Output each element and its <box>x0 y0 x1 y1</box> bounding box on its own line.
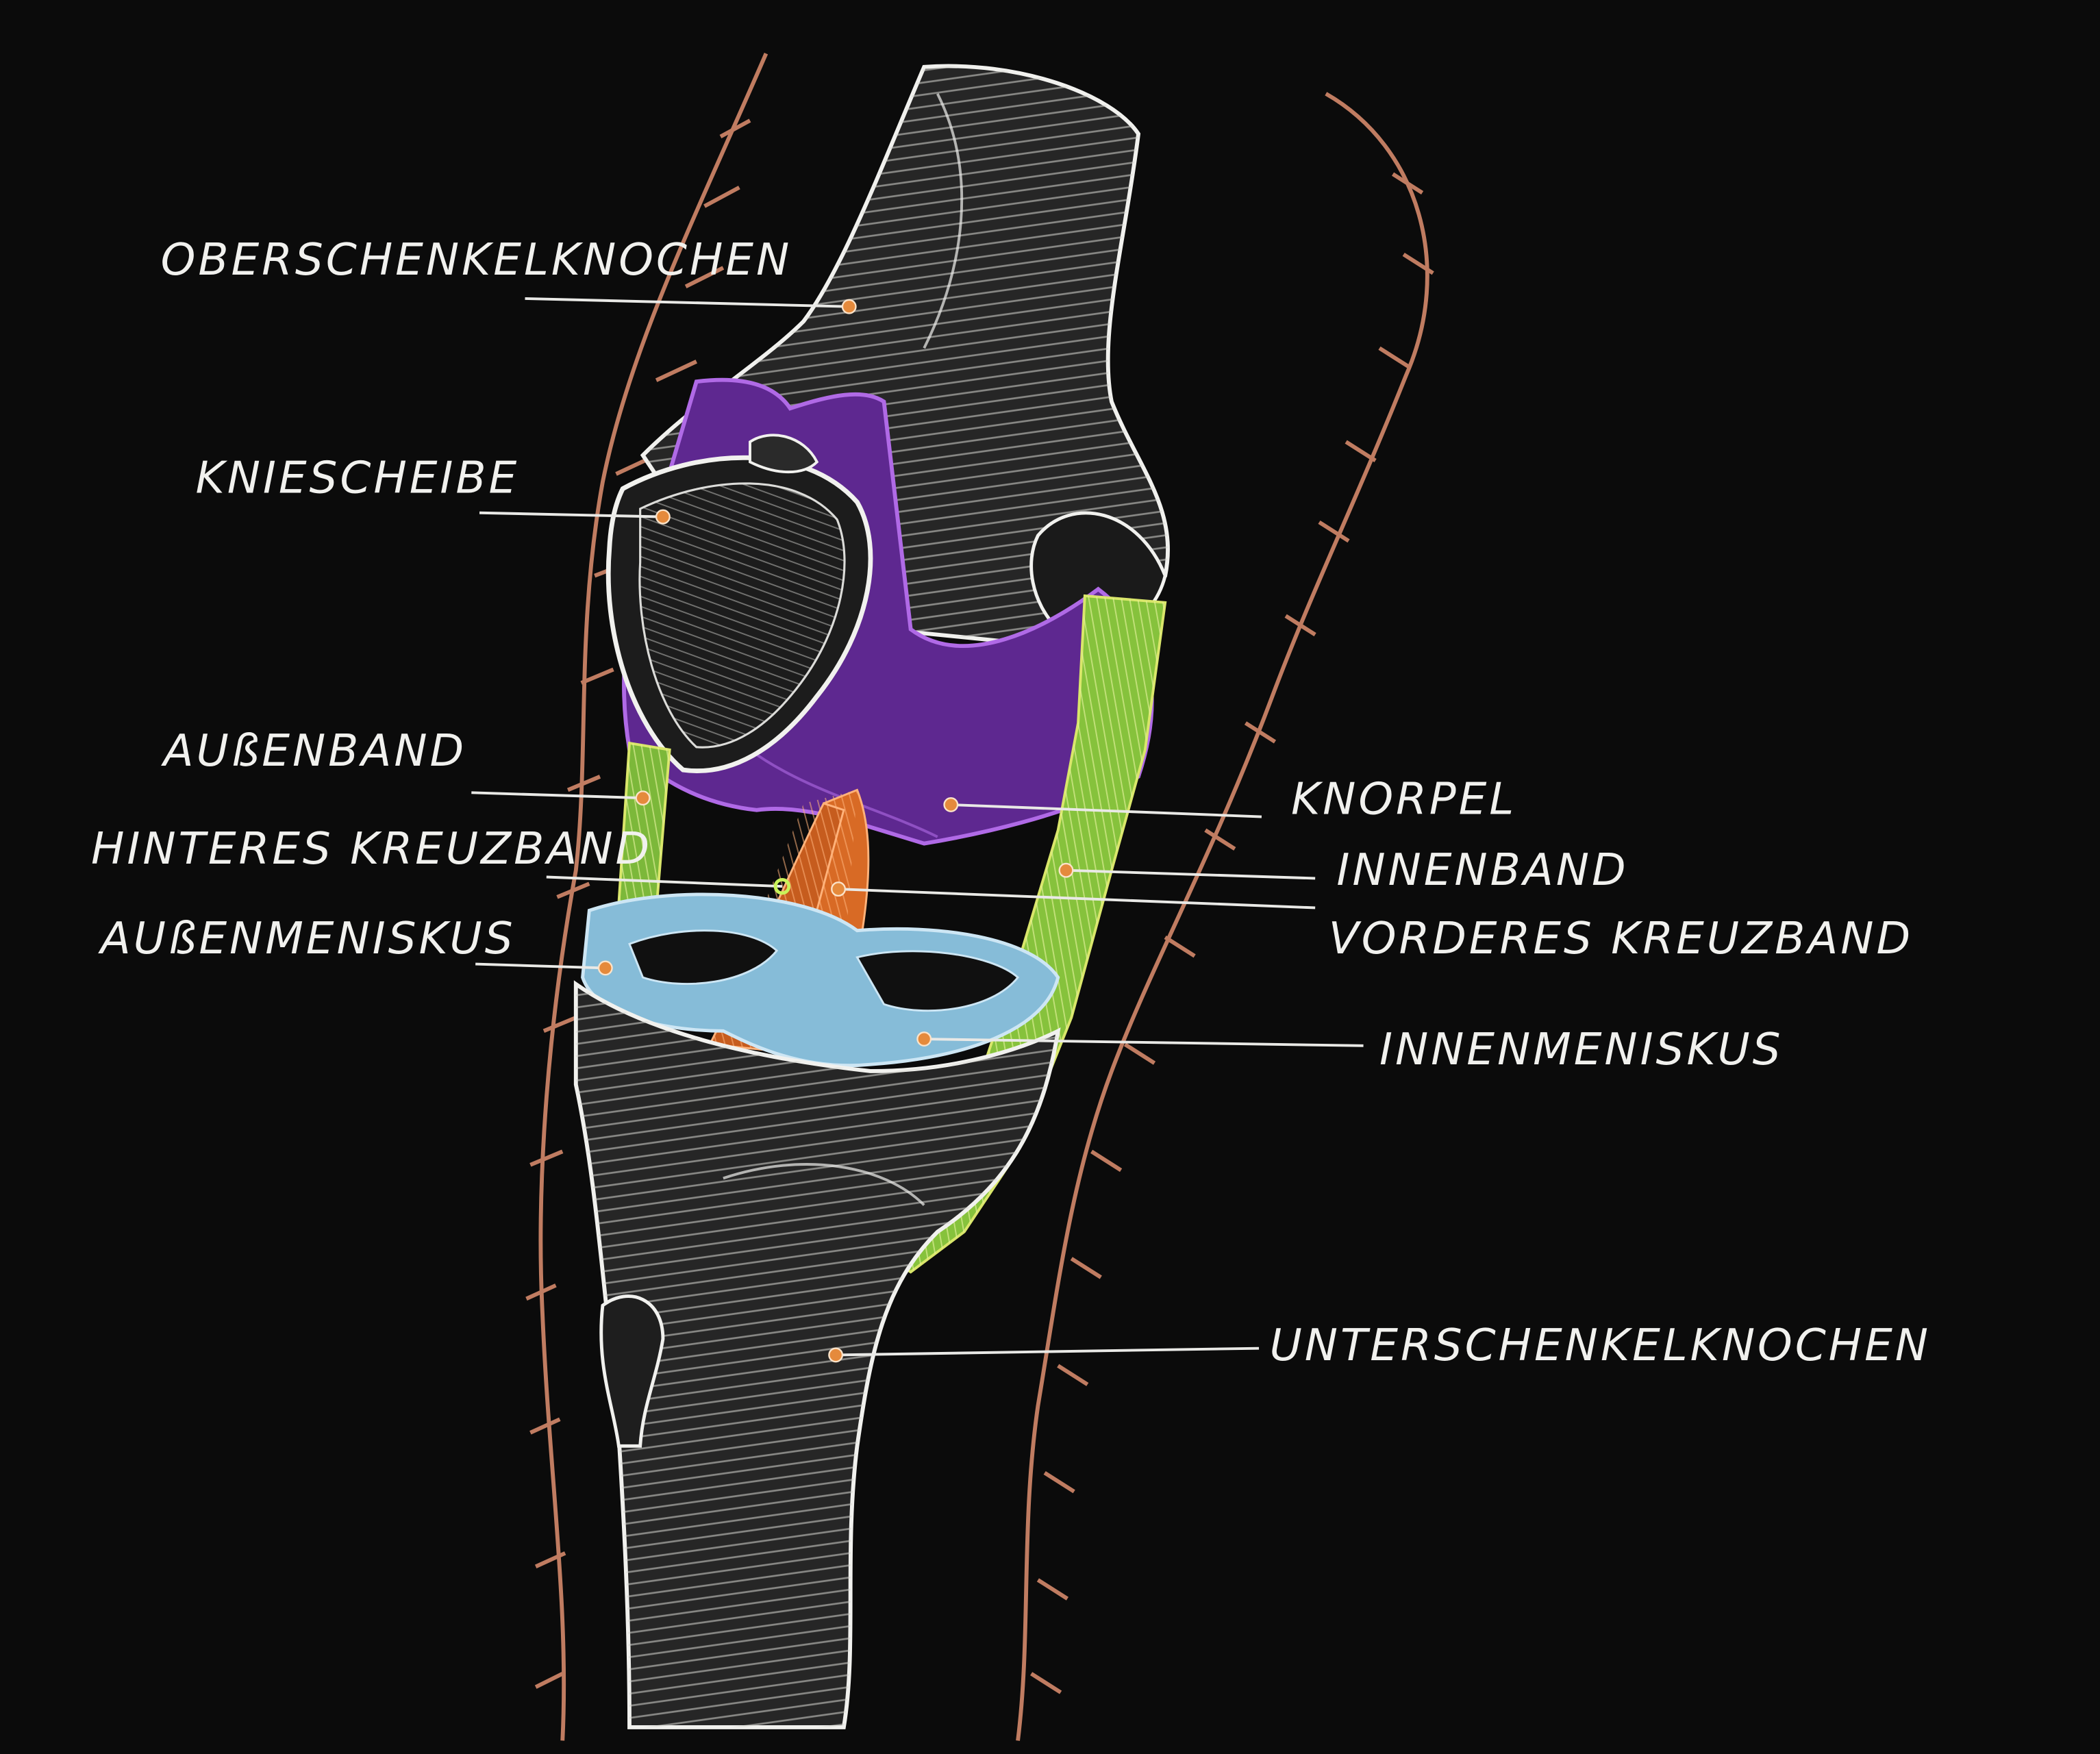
label-knorpel: KNORPEL <box>1291 774 1516 825</box>
label-kniescheibe: KNIESCHEIBE <box>195 452 519 503</box>
label-unterschenkelknochen: UNTERSCHENKELKNOCHEN <box>1270 1320 1931 1371</box>
leader-lines <box>471 297 1364 1357</box>
label-hinteres-kreuzband: HINTERES KREUZBAND <box>91 823 652 875</box>
label-vorderes-kreuzband: VORDERES KREUZBAND <box>1329 913 1913 964</box>
marker-dot-lateral-ligament <box>635 790 651 806</box>
marker-dot-femur <box>841 299 857 314</box>
tibia-bone <box>573 980 1061 1729</box>
patella-kneecap <box>605 434 873 773</box>
marker-dot-cartilage <box>943 797 959 812</box>
label-oberschenkelknochen: OBERSCHENKELKNOCHEN <box>161 234 792 286</box>
marker-dot-posterior-cruciate <box>773 877 791 895</box>
marker-dot-patella <box>655 509 671 525</box>
label-aussenmeniskus: AUßENMENISKUS <box>98 913 516 964</box>
marker-dot-tibia <box>828 1347 844 1363</box>
menisci <box>581 892 1060 1068</box>
labels: OBERSCHENKELKNOCHEN KNIESCHEIBE AUßENBAN… <box>91 234 1931 1371</box>
marker-dots <box>597 299 1074 1363</box>
marker-dot-anterior-cruciate <box>831 881 847 897</box>
lateral-collateral-ligament <box>617 741 671 912</box>
label-innenband: INNENBAND <box>1336 844 1628 896</box>
label-aussenband: AUßENBAND <box>161 725 467 777</box>
fibula-bone <box>599 1294 665 1448</box>
marker-dot-medial-meniscus <box>916 1031 932 1047</box>
marker-dot-lateral-meniscus <box>597 960 613 976</box>
label-innenmeniskus: INNENMENISKUS <box>1379 1024 1783 1075</box>
marker-dot-medial-ligament <box>1058 862 1074 878</box>
